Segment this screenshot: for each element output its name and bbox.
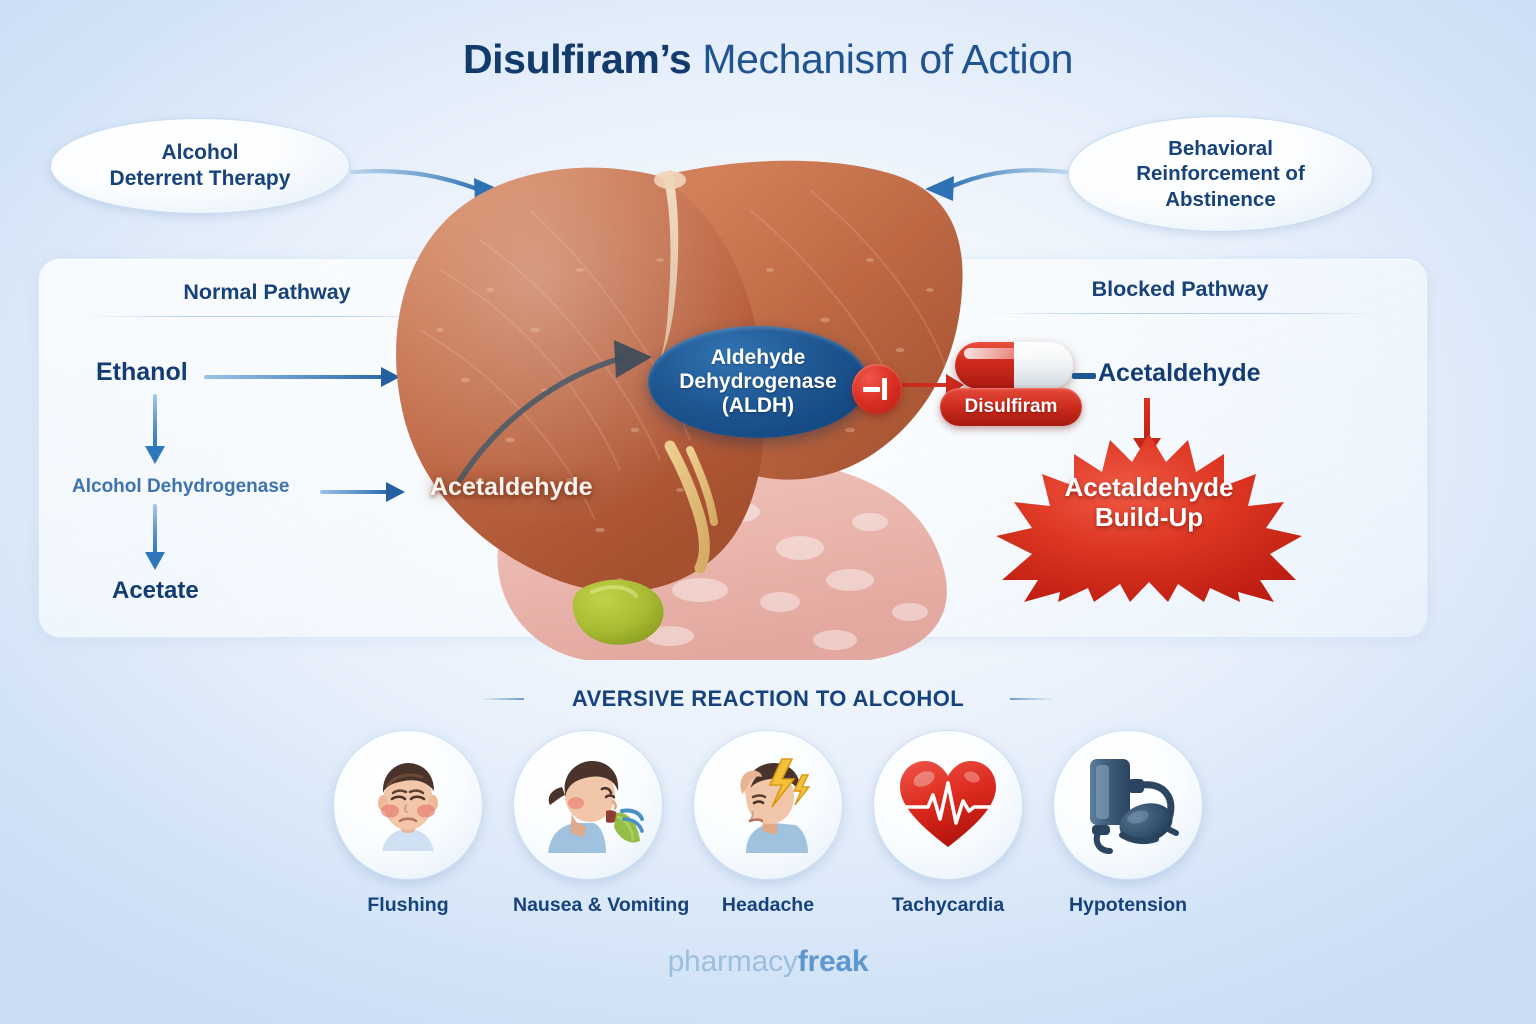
ligament-top (654, 171, 686, 189)
symptom-hypotension-label: Hypotension (1068, 894, 1188, 916)
symptom-nausea-label: Nausea & Vomiting (513, 894, 690, 916)
disulfiram-label-badge: Disulfiram (940, 388, 1082, 426)
acetaldehyde-buildup-starburst (996, 434, 1302, 602)
symptom-hypotension[interactable]: Hypotension (1053, 730, 1203, 917)
disulfiram-capsule-icon (955, 342, 1073, 389)
symptom-tachycardia-label: Tachycardia (891, 894, 1005, 916)
falciform-ligament (658, 170, 679, 364)
aldh-enzyme-node: Aldehyde Dehydrogenase (ALDH) (648, 326, 868, 438)
aldh-line-2: Dehydrogenase (679, 370, 837, 394)
flushed-face-icon (333, 730, 483, 880)
vomiting-person-icon (513, 730, 663, 880)
blocked-pathway-heading: Blocked Pathway (1091, 277, 1269, 301)
aversive-rule-right (1010, 698, 1054, 700)
acetaldehyde-connector-dash (1072, 373, 1096, 379)
brand-logo-soft: pharmacy (667, 945, 798, 978)
aversive-rule-left (480, 698, 524, 700)
arrow-adh-down (144, 504, 165, 570)
arrow-adh-to-liver (320, 481, 405, 502)
gallbladder (572, 579, 664, 645)
blood-pressure-cuff-icon (1053, 730, 1203, 880)
aldh-line-1: Aldehyde (710, 346, 806, 370)
callout-right-label: Behavioral Reinforcement of Abstinence (1136, 136, 1305, 211)
arrow-acetaldehyde-to-aldh-head (614, 340, 652, 378)
bile-duct-main (664, 440, 710, 574)
head-with-lightning-icon (693, 730, 843, 880)
starburst-shape (996, 434, 1302, 602)
pathway-step-ethanol: Ethanol (96, 358, 188, 386)
callout-alcohol-deterrent-therapy: Alcohol Deterrent Therapy (50, 118, 350, 214)
symptom-tachycardia[interactable]: Tachycardia (873, 730, 1023, 917)
symptom-nausea-vomiting[interactable]: Nausea & Vomiting (513, 730, 690, 917)
liver-illustration (370, 150, 970, 670)
callout-left-label: Alcohol Deterrent Therapy (109, 140, 291, 190)
brand-logo: pharmacyfreak (0, 945, 1536, 979)
normal-pathway-heading: Normal Pathway (183, 280, 351, 304)
inhibition-badge-icon (852, 364, 902, 414)
symptom-flushing-label: Flushing (367, 894, 449, 916)
gallbladder-highlight (590, 585, 638, 598)
heart-ecg-icon (873, 730, 1023, 880)
symptom-flushing[interactable]: Flushing (333, 730, 483, 917)
symptom-headache[interactable]: Headache (693, 730, 843, 917)
blocked-acetaldehyde-label: Acetaldehyde (1098, 359, 1261, 387)
page-title-regular: Mechanism of Action (691, 36, 1074, 82)
liver-acetaldehyde-label: Acetaldehyde (430, 473, 593, 501)
inhibition-glyph (863, 377, 891, 401)
symptom-headache-label: Headache (721, 894, 815, 916)
pathway-step-acetate: Acetate (112, 577, 199, 604)
blocked-pathway-rule (985, 313, 1385, 314)
arrow-acetaldehyde-to-aldh (457, 355, 625, 483)
arrow-ethanol-to-liver (204, 366, 400, 387)
normal-pathway-rule (85, 316, 445, 317)
page-title: Disulfiram’s Mechanism of Action (0, 36, 1536, 83)
symptom-list: Flushing Nausea & Vomiting (0, 730, 1536, 917)
brand-logo-strong: freak (797, 945, 869, 978)
aldh-line-3: (ALDH) (721, 393, 795, 417)
arrow-ethanol-down (144, 394, 165, 464)
pathway-step-alcohol-dehydrogenase: Alcohol Dehydrogenase (72, 476, 290, 497)
page-title-bold: Disulfiram’s (462, 36, 692, 82)
bile-duct-branch (686, 446, 718, 526)
callout-behavioral-reinforcement: Behavioral Reinforcement of Abstinence (1068, 116, 1373, 232)
aversive-reaction-heading: AVERSIVE REACTION TO ALCOHOL (571, 686, 965, 711)
